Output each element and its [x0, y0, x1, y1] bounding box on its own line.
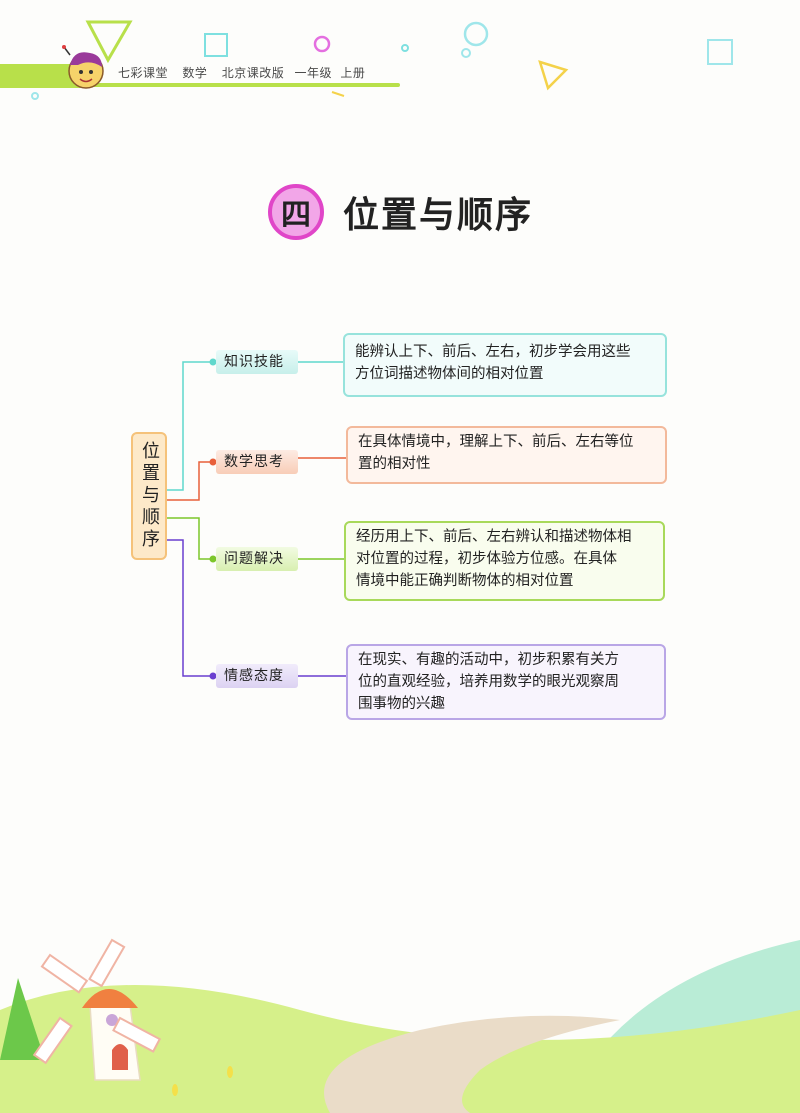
circle-decoration: [461, 48, 471, 58]
branch-description-problem-solving: 经历用上下、前后、左右辨认和描述物体相 对位置的过程，初步体验方位感。在具体 情…: [344, 521, 665, 601]
circle-decoration: [401, 44, 409, 52]
chapter-number: 四: [281, 198, 311, 233]
dash-decoration: [331, 91, 345, 97]
branch-description-attitude: 在现实、有趣的活动中，初步积累有关方 位的直观经验，培养用数学的眼光观察周 围事…: [346, 644, 666, 720]
chapter-title: 位置与顺序: [343, 195, 534, 236]
description-line: 情境中能正确判断物体的相对位置: [356, 573, 574, 589]
connector-dot: [209, 358, 217, 366]
description-line: 对位置的过程，初步体验方位感。在具体: [356, 551, 617, 567]
branch-label-attitude: 情感态度: [216, 664, 298, 688]
description-line: 方位词描述物体间的相对位置: [355, 366, 544, 382]
triangle-decoration: [538, 60, 569, 91]
header-grade: 一年级: [294, 66, 333, 80]
branch-label-problem-solving: 问题解决: [216, 547, 298, 571]
description-line: 在具体情境中，理解上下、前后、左右等位: [358, 434, 634, 450]
chapter-number-badge: 四: [268, 184, 324, 240]
header-series: 七彩课堂: [118, 66, 169, 80]
mindmap-connectors: [167, 358, 346, 680]
mascot-icon: [62, 45, 104, 89]
branch-label-knowledge: 知识技能: [216, 350, 298, 374]
header-edition: 北京课改版: [221, 66, 285, 80]
connector-line: [167, 461, 212, 501]
square-decoration: [204, 33, 228, 57]
description-line: 位的直观经验，培养用数学的眼光观察周: [358, 674, 619, 690]
header-term: 上册: [340, 66, 366, 80]
triangle-decoration: [85, 20, 133, 64]
tree-decoration: [0, 978, 45, 1060]
description-line: 经历用上下、前后、左右辨认和描述物体相: [356, 529, 632, 545]
connector-dot: [209, 555, 217, 563]
connector-line: [167, 517, 212, 560]
header-subject: 数学: [182, 66, 208, 80]
circle-decoration: [463, 21, 489, 47]
path-decoration: [324, 1015, 620, 1113]
circle-decoration: [313, 35, 331, 53]
branch-description-knowledge: 能辨认上下、前后、左右，初步学会用这些 方位词描述物体间的相对位置: [343, 333, 667, 397]
mindmap-root: 位置与顺序: [131, 432, 167, 560]
connector-dot: [209, 672, 217, 680]
square-decoration: [707, 39, 733, 65]
landscape-illustration: [0, 938, 800, 1113]
connector-dot: [209, 458, 217, 466]
description-line: 能辨认上下、前后、左右，初步学会用这些: [355, 344, 631, 360]
description-line: 围事物的兴趣: [358, 696, 445, 712]
flower-decoration: [172, 1066, 233, 1096]
connector-line: [167, 539, 212, 677]
branch-description-thinking: 在具体情境中，理解上下、前后、左右等位 置的相对性: [346, 426, 667, 484]
header-line: [70, 83, 400, 87]
header-text: 七彩课堂 数学 北京课改版 一年级 上册: [118, 64, 375, 81]
description-line: 在现实、有趣的活动中，初步积累有关方: [358, 652, 619, 668]
branch-label-thinking: 数学思考: [216, 450, 298, 474]
description-line: 置的相对性: [358, 456, 431, 472]
windmill-icon: [32, 938, 162, 1081]
connector-line: [167, 361, 212, 491]
header-decoration: [31, 20, 733, 100]
circle-decoration: [31, 92, 39, 100]
